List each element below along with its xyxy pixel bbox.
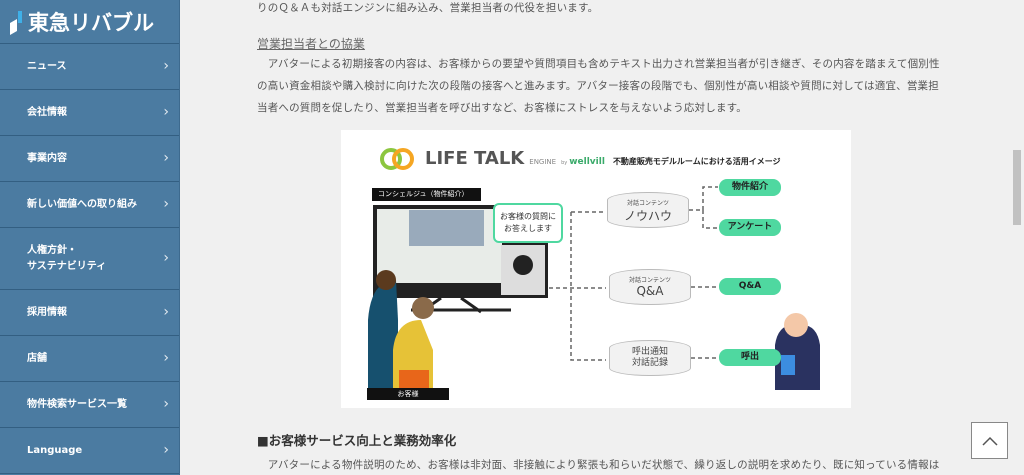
brand-header: LIFE TALK ENGINE by wellvill 不動産販売モデルルーム… <box>425 148 786 169</box>
db-label: ノウハウ <box>623 209 672 223</box>
chevron-right-icon: › <box>163 250 169 267</box>
logo[interactable]: 東急リバブル <box>0 0 179 44</box>
nav-item-language[interactable]: Language › <box>0 428 179 474</box>
chevron-right-icon: › <box>163 350 169 367</box>
db-knowhow: 対話コンテンツノウハウ <box>607 192 689 228</box>
concierge-label: コンシェルジュ（物件紹介） <box>372 188 481 201</box>
chevron-right-icon: › <box>163 396 169 413</box>
nav-label: 採用情報 <box>27 306 67 318</box>
nav-item-stores[interactable]: 店舗 › <box>0 336 179 382</box>
nav-item-sustainability[interactable]: 人権方針・ サステナビリティ › <box>0 228 179 290</box>
chevron-right-icon: › <box>163 304 169 321</box>
nav-item-recruit[interactable]: 採用情報 › <box>0 290 179 336</box>
nav-label: 物件検索サービス一覧 <box>27 398 127 410</box>
nav-item-news[interactable]: ニュース › <box>0 44 179 90</box>
section-heading-service: ■お客様サービス向上と業務効率化 <box>257 433 457 448</box>
sidebar: 東急リバブル ニュース › 会社情報 › 事業内容 › 新しい価値への取り組み › 人権… <box>0 0 180 475</box>
output-call: 呼出 <box>719 349 781 366</box>
logo-mark-icon <box>10 10 22 33</box>
nav-label: 店舗 <box>27 352 47 364</box>
logo-ring-icon <box>392 148 414 170</box>
diagram-title: 不動産販売モデルルームにおける活用イメージ <box>612 157 781 166</box>
nav-label: Language <box>27 444 83 456</box>
nav-item-company[interactable]: 会社情報 › <box>0 90 179 136</box>
logo-ring-icon <box>380 148 402 170</box>
brand-name: LIFE TALK <box>425 148 525 169</box>
output-qa: Q&A <box>719 278 781 295</box>
logo-text: 東急リバブル <box>28 10 154 35</box>
db-call-log: 呼出通知 対話記録 <box>609 340 691 376</box>
customer-label: お客様 <box>367 388 449 400</box>
speech-bubble: お客様の質問に お答えします <box>493 203 563 243</box>
nav-item-new-value[interactable]: 新しい価値への取り組み › <box>0 182 179 228</box>
life-talk-diagram: LIFE TALK ENGINE by wellvill 不動産販売モデルルーム… <box>341 130 851 408</box>
nav-label: 人権方針・ サステナビリティ <box>27 244 107 272</box>
brand-wellvill: wellvill <box>569 157 605 167</box>
nav-label: 事業内容 <box>27 152 67 164</box>
chevron-right-icon: › <box>163 150 169 167</box>
nav-label: ニュース <box>27 60 67 72</box>
nav-label: 新しい価値への取り組み <box>27 198 137 210</box>
diagram-graphics <box>368 148 820 390</box>
chevron-right-icon: › <box>163 442 169 459</box>
scrollbar[interactable] <box>1010 0 1024 475</box>
chevron-right-icon: › <box>163 58 169 75</box>
nav-label: 会社情報 <box>27 106 67 118</box>
paragraph: アバターによる物件説明のため、お客様は非対面、非接触により緊張も和らいだ状態で、… <box>257 459 940 471</box>
scrollbar-thumb[interactable] <box>1013 150 1021 225</box>
chevron-up-icon <box>981 436 998 446</box>
back-to-top-button[interactable] <box>971 422 1008 459</box>
brand-engine: ENGINE <box>529 158 557 166</box>
chevron-right-icon: › <box>163 104 169 121</box>
output-property-intro: 物件紹介 <box>719 179 781 196</box>
db-label: Q&A <box>636 284 664 298</box>
nav-item-business[interactable]: 事業内容 › <box>0 136 179 182</box>
paragraph: アバターによる初期接客の内容は、お客様からの要望や質問項目も含めテキスト出力され… <box>257 58 940 114</box>
main-content: りのＱ＆Ａも対話エンジンに組み込み、営業担当者の代役を担います。 営業担当者との… <box>181 0 1010 475</box>
chevron-right-icon: › <box>163 196 169 213</box>
db-caption: 対話コンテンツ <box>628 277 671 284</box>
paragraph: りのＱ＆Ａも対話エンジンに組み込み、営業担当者の代役を担います。 <box>257 2 599 14</box>
nav-item-property-search[interactable]: 物件検索サービス一覧 › <box>0 382 179 428</box>
brand-by: by <box>561 160 568 166</box>
db-caption: 対話コンテンツ <box>626 200 669 207</box>
output-survey: アンケート <box>719 219 781 236</box>
section-heading: 営業担当者との協業 <box>257 37 365 51</box>
